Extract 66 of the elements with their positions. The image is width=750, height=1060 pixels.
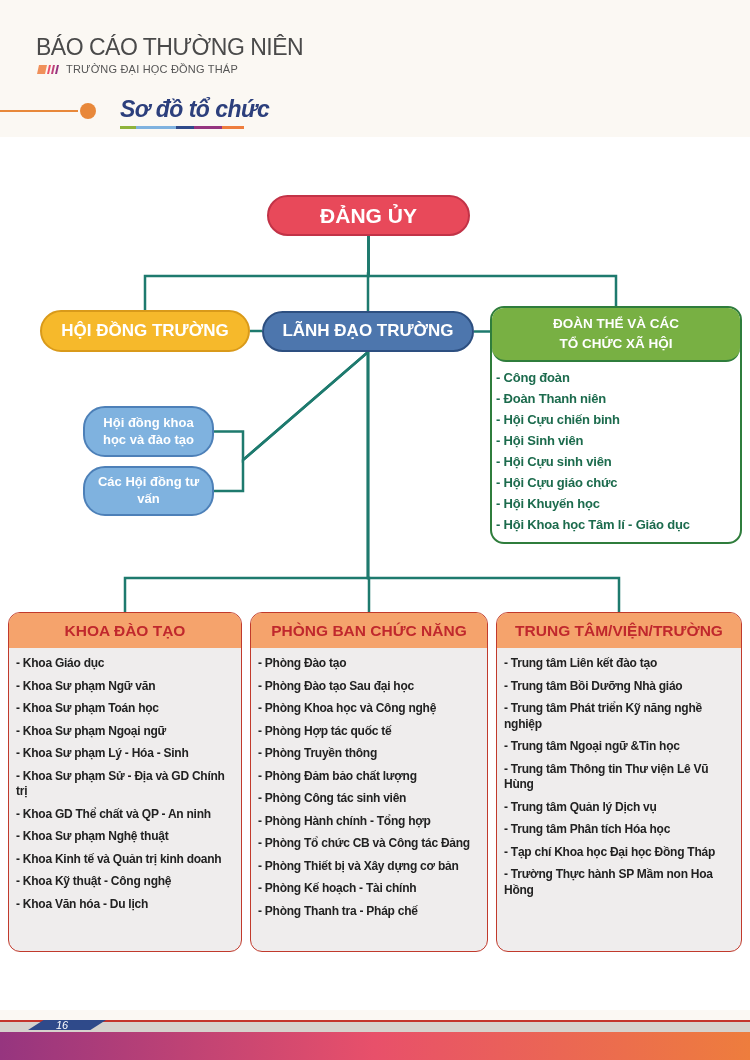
list-item: - Khoa Sư phạm Sử - Địa và GD Chính trị — [16, 768, 226, 800]
list-item: - Trung tâm Liên kết đào tạo — [504, 656, 658, 672]
list-item: - Tạp chí Khoa học Đại học Đồng Tháp — [504, 844, 716, 860]
list-item: - Hội Khoa học Tâm lí - Giáo dục — [496, 516, 691, 534]
list-item: - Hội Cựu giáo chức — [496, 474, 619, 492]
list-item: - Khoa Sư phạm Lý - Hóa - Sinh — [16, 746, 190, 762]
list-item: - Hội Cựu sinh viên — [496, 453, 613, 471]
list-item: - Phòng Tổ chức CB và Công tác Đảng — [258, 836, 471, 852]
page-number: 16 — [56, 1018, 69, 1032]
list-item: - Phòng Kế hoạch - Tài chính — [258, 881, 418, 897]
list-item: - Khoa Kỹ thuật - Công nghệ — [16, 874, 173, 890]
list-item: - Trung tâm Ngoại ngữ &Tin học — [504, 739, 681, 755]
list-item: - Phòng Đảm bảo chất lượng — [258, 768, 418, 784]
list-item: - Hội Khuyến học — [496, 495, 601, 513]
unit-name: Các Hội đồng tư vấn — [96, 474, 201, 508]
list-item: - Trung tâm Thông tin Thư viện Lê Vũ Hùng — [504, 761, 710, 793]
unit-name: Hội đồng khoa học và đào tạo — [102, 414, 195, 449]
list-item: - Hội Cựu chiến binh — [496, 411, 621, 429]
committee-box — [83, 406, 214, 457]
list-item: - Phòng Hành chính - Tổng hợp — [258, 813, 432, 829]
committee-box — [83, 466, 214, 516]
list-item: - Khoa Sư phạm Nghệ thuật — [16, 829, 170, 845]
connector-line — [474, 330, 490, 333]
unit-panel — [496, 612, 742, 952]
panel-heading: TRUNG TÂM/VIỆN/TRƯỜNG — [515, 621, 723, 640]
list-item: - Phòng Khoa học và Công nghệ — [258, 701, 438, 717]
unit-panel — [8, 612, 242, 952]
list-item: - Phòng Công tác sinh viên — [258, 791, 408, 807]
list-item: - Trường Thực hành SP Mầm non Hoa Hồng — [504, 867, 714, 898]
list-item: - Trung tâm Bồi Dưỡng Nhà giáo — [504, 678, 684, 694]
list-item: - Khoa Giáo dục — [16, 656, 106, 672]
list-item: - Phòng Hợp tác quốc tế — [258, 723, 393, 739]
list-item: - Khoa Sư phạm Ngoại ngữ — [16, 723, 168, 739]
list-item: - Công đoàn — [496, 369, 571, 387]
list-item: - Khoa GD Thể chất và QP - An ninh — [16, 806, 212, 822]
unit-name: HỘI ĐỒNG TRƯỜNG — [61, 319, 229, 342]
connector-line — [366, 352, 621, 612]
panel-heading: KHOA ĐÀO TẠO — [64, 621, 186, 640]
council-box — [40, 310, 250, 352]
list-item: - Phòng Truyền thông — [258, 746, 378, 762]
connector-line — [367, 236, 618, 306]
list-item: - Phòng Đào tạo Sau đại học — [258, 678, 415, 694]
list-item: - Hội Sinh viên — [496, 432, 585, 450]
list-item: - Khoa Sư phạm Toán học — [16, 701, 160, 717]
list-item: - Khoa Văn hóa - Du lịch — [16, 896, 149, 912]
organizations-panel — [490, 306, 742, 544]
panel-heading: ĐOÀN THỂ VÀ CÁC TỔ CHỨC XÃ HỘI — [552, 315, 680, 353]
report-title: BÁO CÁO THƯỜNG NIÊN — [36, 34, 304, 61]
list-item: - Trung tâm Phân tích Hóa học — [504, 822, 672, 838]
party-committee-box — [267, 195, 470, 236]
list-item: - Đoàn Thanh niên — [496, 390, 607, 408]
unit-panel — [250, 612, 488, 952]
unit-name: ĐẢNG ỦY — [320, 202, 417, 229]
list-item: - Trung tâm Quản lý Dịch vụ — [504, 799, 658, 815]
page-title: Sơ đồ tổ chức — [120, 95, 270, 124]
list-item: - Khoa Sư phạm Ngữ văn — [16, 678, 157, 694]
list-item: - Phòng Thiết bị và Xây dựng cơ bản — [258, 858, 460, 874]
list-item: - Trung tâm Phát triển Kỹ năng nghề nghiệp — [504, 701, 703, 732]
school-name: TRƯỜNG ĐẠI HỌC ĐỒNG THÁP — [66, 63, 238, 75]
panel-heading: PHÒNG BAN CHỨC NĂNG — [271, 621, 467, 640]
list-item: - Phòng Đào tạo — [258, 656, 348, 672]
connector-line — [214, 351, 369, 493]
list-item: - Phòng Thanh tra - Pháp chế — [258, 903, 419, 919]
list-item: - Khoa Kinh tế và Quản trị kinh doanh — [16, 851, 223, 867]
unit-name: LÃNH ĐẠO TRƯỜNG — [282, 320, 454, 343]
leadership-box — [262, 311, 474, 352]
